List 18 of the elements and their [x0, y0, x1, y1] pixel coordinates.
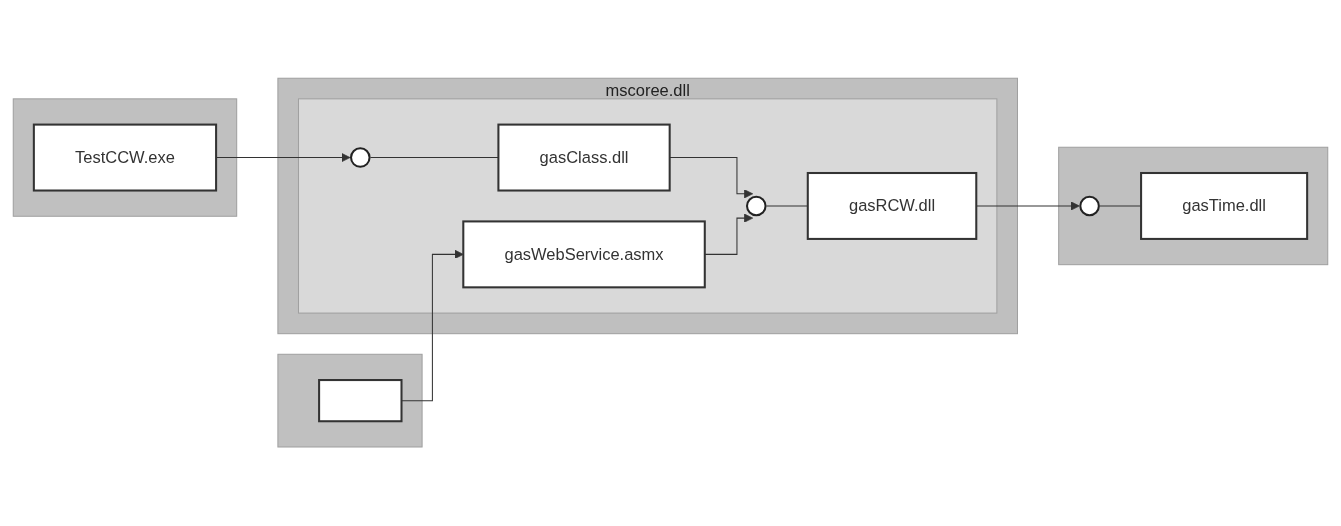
node-circle	[350, 147, 371, 169]
node-box	[318, 379, 403, 423]
cluster	[298, 98, 998, 314]
cluster	[12, 98, 238, 218]
arrow	[401, 250, 464, 402]
arrow	[704, 213, 754, 256]
node-box: gasWebService.asmx	[462, 220, 706, 289]
node-circle	[746, 196, 767, 217]
connector	[1099, 205, 1142, 207]
node-box: TestCCW.exe	[32, 123, 218, 192]
node-box: gasClass.dll	[497, 123, 671, 192]
cluster	[277, 354, 423, 448]
node-box: gasRCW.dll	[806, 172, 978, 241]
arrow	[669, 157, 754, 199]
connector	[370, 157, 499, 159]
node-circle	[1079, 196, 1100, 217]
node-box: gasTime.dll	[1140, 172, 1309, 241]
cluster	[1058, 147, 1329, 266]
